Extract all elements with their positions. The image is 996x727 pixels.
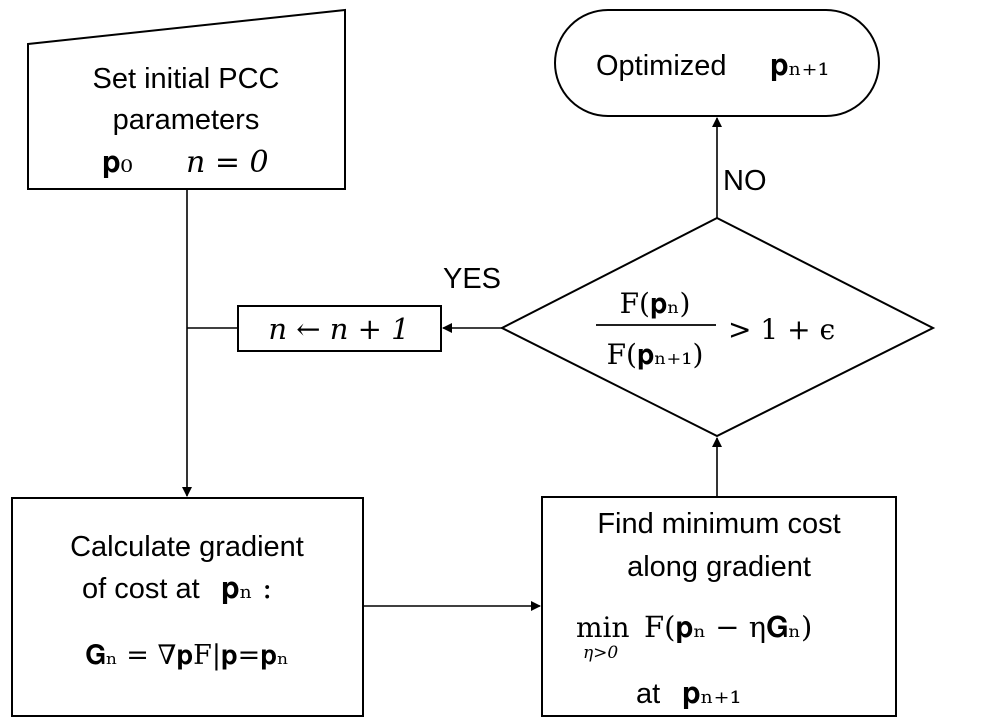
gradient-line2: of cost at (82, 573, 200, 605)
minimize-subscript: η>0 (583, 643, 618, 663)
no-label: NO (723, 165, 767, 197)
yes-label: YES (443, 263, 501, 295)
gradient-pn: 𝐩ₙ : (221, 571, 272, 606)
minimize-line1: Find minimum cost (597, 508, 840, 540)
increment-label: n ← n + 1 (268, 312, 409, 346)
gradient-formula: 𝐆ₙ = ∇𝐩F|𝐩=𝐩ₙ (85, 640, 289, 671)
minimize-at-math: 𝐩ₙ₊₁ (682, 676, 741, 711)
minimize-at: at (636, 678, 660, 710)
start-p0: 𝐩₀ (102, 145, 133, 180)
start-n0: n = 0 (186, 145, 269, 180)
start-node: Set initial PCC parameters 𝐩₀ n = 0 (27, 8, 346, 190)
decision-denominator: F(𝐩ₙ₊₁) (607, 338, 704, 371)
end-label: Optimized (596, 50, 727, 82)
minimize-min: min (576, 611, 630, 644)
decision-numerator: F(𝐩ₙ) (620, 287, 691, 320)
minimize-line2: along gradient (627, 551, 811, 583)
gradient-line1: Calculate gradient (70, 531, 304, 563)
start-line1: Set initial PCC (93, 63, 280, 95)
start-line2: parameters (113, 104, 260, 136)
end-node: Optimized 𝐩ₙ₊₁ (554, 9, 880, 117)
decision-node: F(𝐩ₙ) F(𝐩ₙ₊₁) > 1 + ϵ (499, 216, 936, 438)
end-math: 𝐩ₙ₊₁ (770, 48, 829, 83)
decision-rhs: > 1 + ϵ (728, 313, 835, 346)
increment-node: n ← n + 1 (237, 305, 442, 352)
minimize-expression: F(𝐩ₙ − η𝐆ₙ) (644, 610, 812, 644)
gradient-node: Calculate gradient of cost at 𝐩ₙ : 𝐆ₙ = … (11, 497, 364, 717)
minimize-node: Find minimum cost along gradient min η>0… (541, 496, 897, 717)
